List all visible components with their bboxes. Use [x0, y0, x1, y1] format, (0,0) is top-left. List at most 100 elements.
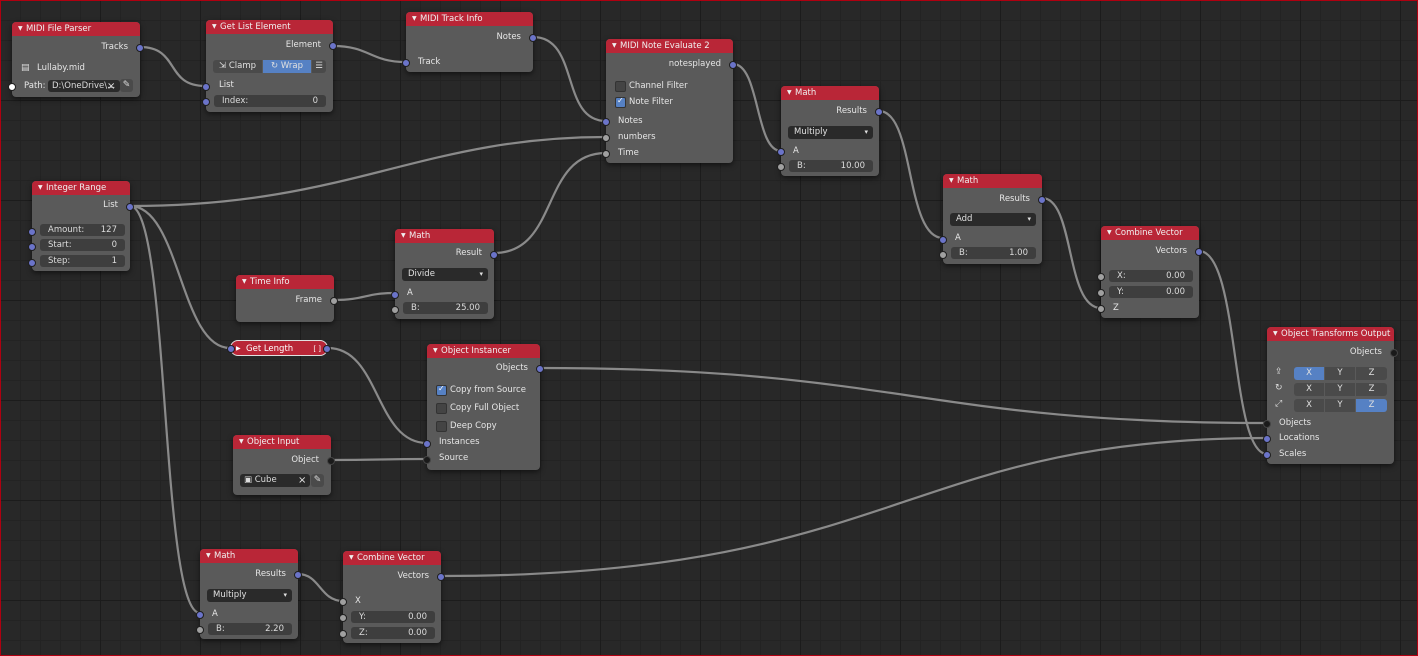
node-math-multiply-bottom[interactable]: ▼Math Results Multiply▾ A B:2.20 — [196, 549, 302, 639]
node-get-list-element[interactable]: ▼Get List Element Element ⇲ Clamp ↻ Wrap… — [202, 20, 337, 112]
input-index-socket[interactable] — [202, 98, 210, 106]
input-b-socket[interactable] — [391, 306, 399, 314]
node-header[interactable]: ▼Math — [781, 86, 879, 100]
collapse-icon[interactable]: ▼ — [38, 184, 43, 191]
copy-full-object-checkbox[interactable] — [436, 403, 447, 414]
output-element-socket[interactable] — [329, 42, 337, 50]
input-track-socket[interactable] — [402, 59, 410, 67]
input-y-socket[interactable] — [339, 614, 347, 622]
input-amount-socket[interactable] — [28, 228, 36, 236]
b-field[interactable]: B:10.00 — [789, 160, 873, 172]
eyedropper-icon[interactable]: ✎ — [120, 79, 133, 92]
step-field[interactable]: Step:1 — [40, 255, 125, 267]
clamp-button[interactable]: ⇲ Clamp — [213, 60, 262, 73]
index-field[interactable]: Index:0 — [214, 95, 326, 107]
output-results-socket[interactable] — [1038, 196, 1046, 204]
collapse-icon[interactable]: ▼ — [206, 552, 211, 559]
start-field[interactable]: Start:0 — [40, 239, 125, 251]
copy-from-source-checkbox[interactable] — [436, 384, 447, 396]
input-b-socket[interactable] — [196, 626, 204, 634]
collapse-icon[interactable]: ▼ — [401, 232, 406, 239]
output-vectors-socket[interactable] — [437, 573, 445, 581]
node-time-info[interactable]: ▼Time Info Frame — [236, 275, 338, 322]
collapse-icon[interactable]: ▼ — [242, 278, 247, 285]
list-options-button[interactable]: ☰ — [312, 60, 326, 73]
collapse-icon[interactable]: ▼ — [1273, 330, 1278, 337]
operation-select[interactable]: Divide▾ — [402, 268, 488, 281]
operation-select[interactable]: Add▾ — [950, 213, 1036, 226]
input-a-socket[interactable] — [196, 611, 204, 619]
node-header[interactable]: ▼Integer Range — [32, 181, 130, 195]
path-field[interactable]: D:\OneDrive\... — [48, 80, 120, 92]
input-a-socket[interactable] — [777, 148, 785, 156]
node-object-input[interactable]: ▼Object Input Object ▣ Cube × ✎ — [233, 435, 335, 495]
b-field[interactable]: B:1.00 — [951, 247, 1036, 259]
node-combine-vector-bottom[interactable]: ▼Combine Vector Vectors X Y:0.00 Z:0.00 — [339, 551, 445, 643]
node-math-add[interactable]: ▼Math Results Add▾ A B:1.00 — [939, 174, 1046, 264]
channel-filter-checkbox[interactable] — [615, 81, 626, 92]
input-a-socket[interactable] — [391, 291, 399, 299]
input-b-socket[interactable] — [777, 163, 785, 171]
b-field[interactable]: B:25.00 — [403, 302, 488, 314]
amount-field[interactable]: Amount:127 — [40, 224, 125, 236]
node-midi-track-info[interactable]: ▼MIDI Track Info Notes Track — [402, 12, 537, 72]
input-source-socket[interactable] — [423, 456, 431, 464]
node-header[interactable]: ▼Object Instancer — [427, 344, 540, 358]
output-results-socket[interactable] — [875, 108, 883, 116]
b-field[interactable]: B:2.20 — [208, 623, 292, 635]
node-math-multiply[interactable]: ▼Math Results Multiply▾ A B:10.00 — [777, 86, 883, 176]
input-x-socket[interactable] — [339, 598, 347, 606]
node-midi-file-parser[interactable]: ▼MIDI File Parser Tracks ▤ Lullaby.mid P… — [8, 22, 144, 97]
input-list-socket[interactable] — [227, 345, 235, 353]
scale-x-toggle[interactable]: X — [1294, 399, 1324, 412]
rotation-y-toggle[interactable]: Y — [1325, 383, 1355, 396]
y-field[interactable]: Y:0.00 — [1109, 286, 1193, 298]
deep-copy-checkbox[interactable] — [436, 421, 447, 432]
collapse-icon[interactable]: ▼ — [612, 42, 617, 49]
output-result-socket[interactable] — [490, 251, 498, 259]
output-notes-socket[interactable] — [529, 34, 537, 42]
input-numbers-socket[interactable] — [602, 134, 610, 142]
note-filter-checkbox[interactable] — [615, 96, 626, 108]
path-socket[interactable] — [8, 83, 16, 91]
location-y-toggle[interactable]: Y — [1325, 367, 1355, 380]
node-object-transforms-output[interactable]: ▼Object Transforms Output Objects ⇪ X Y … — [1263, 327, 1398, 464]
node-header[interactable]: ▼MIDI File Parser — [12, 22, 140, 36]
input-list-socket[interactable] — [202, 83, 210, 91]
collapse-icon[interactable]: ▼ — [949, 177, 954, 184]
clear-icon[interactable]: × — [107, 81, 116, 92]
clear-icon[interactable]: × — [298, 475, 307, 486]
input-start-socket[interactable] — [28, 243, 36, 251]
output-length-socket[interactable] — [323, 345, 331, 353]
wrap-button[interactable]: ↻ Wrap — [263, 60, 311, 73]
location-x-toggle[interactable]: X — [1294, 367, 1324, 380]
input-x-socket[interactable] — [1097, 273, 1105, 281]
output-tracks-socket[interactable] — [136, 44, 144, 52]
collapse-icon[interactable]: ▼ — [412, 15, 417, 22]
collapse-icon[interactable]: ▼ — [239, 438, 244, 445]
input-a-socket[interactable] — [939, 236, 947, 244]
input-z-socket[interactable] — [339, 630, 347, 638]
output-notesplayed-socket[interactable] — [729, 61, 737, 69]
operation-select[interactable]: Multiply▾ — [788, 126, 873, 139]
input-scales-socket[interactable] — [1263, 451, 1271, 459]
rotation-x-toggle[interactable]: X — [1294, 383, 1324, 396]
y-field[interactable]: Y:0.00 — [351, 611, 435, 623]
node-header[interactable]: ▼Get List Element — [206, 20, 333, 34]
node-integer-range[interactable]: ▼Integer Range List Amount:127 Start:0 S… — [28, 181, 134, 271]
output-objects-socket[interactable] — [1390, 349, 1398, 357]
collapse-icon[interactable]: ▼ — [433, 347, 438, 354]
node-header[interactable]: ▼Time Info — [236, 275, 334, 289]
node-get-length[interactable]: ▶ Get Length [ ] — [227, 340, 331, 356]
input-notes-socket[interactable] — [602, 118, 610, 126]
output-results-socket[interactable] — [294, 571, 302, 579]
input-y-socket[interactable] — [1097, 289, 1105, 297]
collapse-icon[interactable]: ▼ — [349, 554, 354, 561]
output-objects-socket[interactable] — [536, 365, 544, 373]
node-header[interactable]: ▼Object Transforms Output — [1267, 327, 1394, 341]
location-z-toggle[interactable]: Z — [1356, 367, 1387, 380]
input-objects-socket[interactable] — [1263, 420, 1271, 428]
node-header[interactable]: ▼MIDI Track Info — [406, 12, 533, 26]
input-b-socket[interactable] — [939, 251, 947, 259]
output-vectors-socket[interactable] — [1195, 248, 1203, 256]
